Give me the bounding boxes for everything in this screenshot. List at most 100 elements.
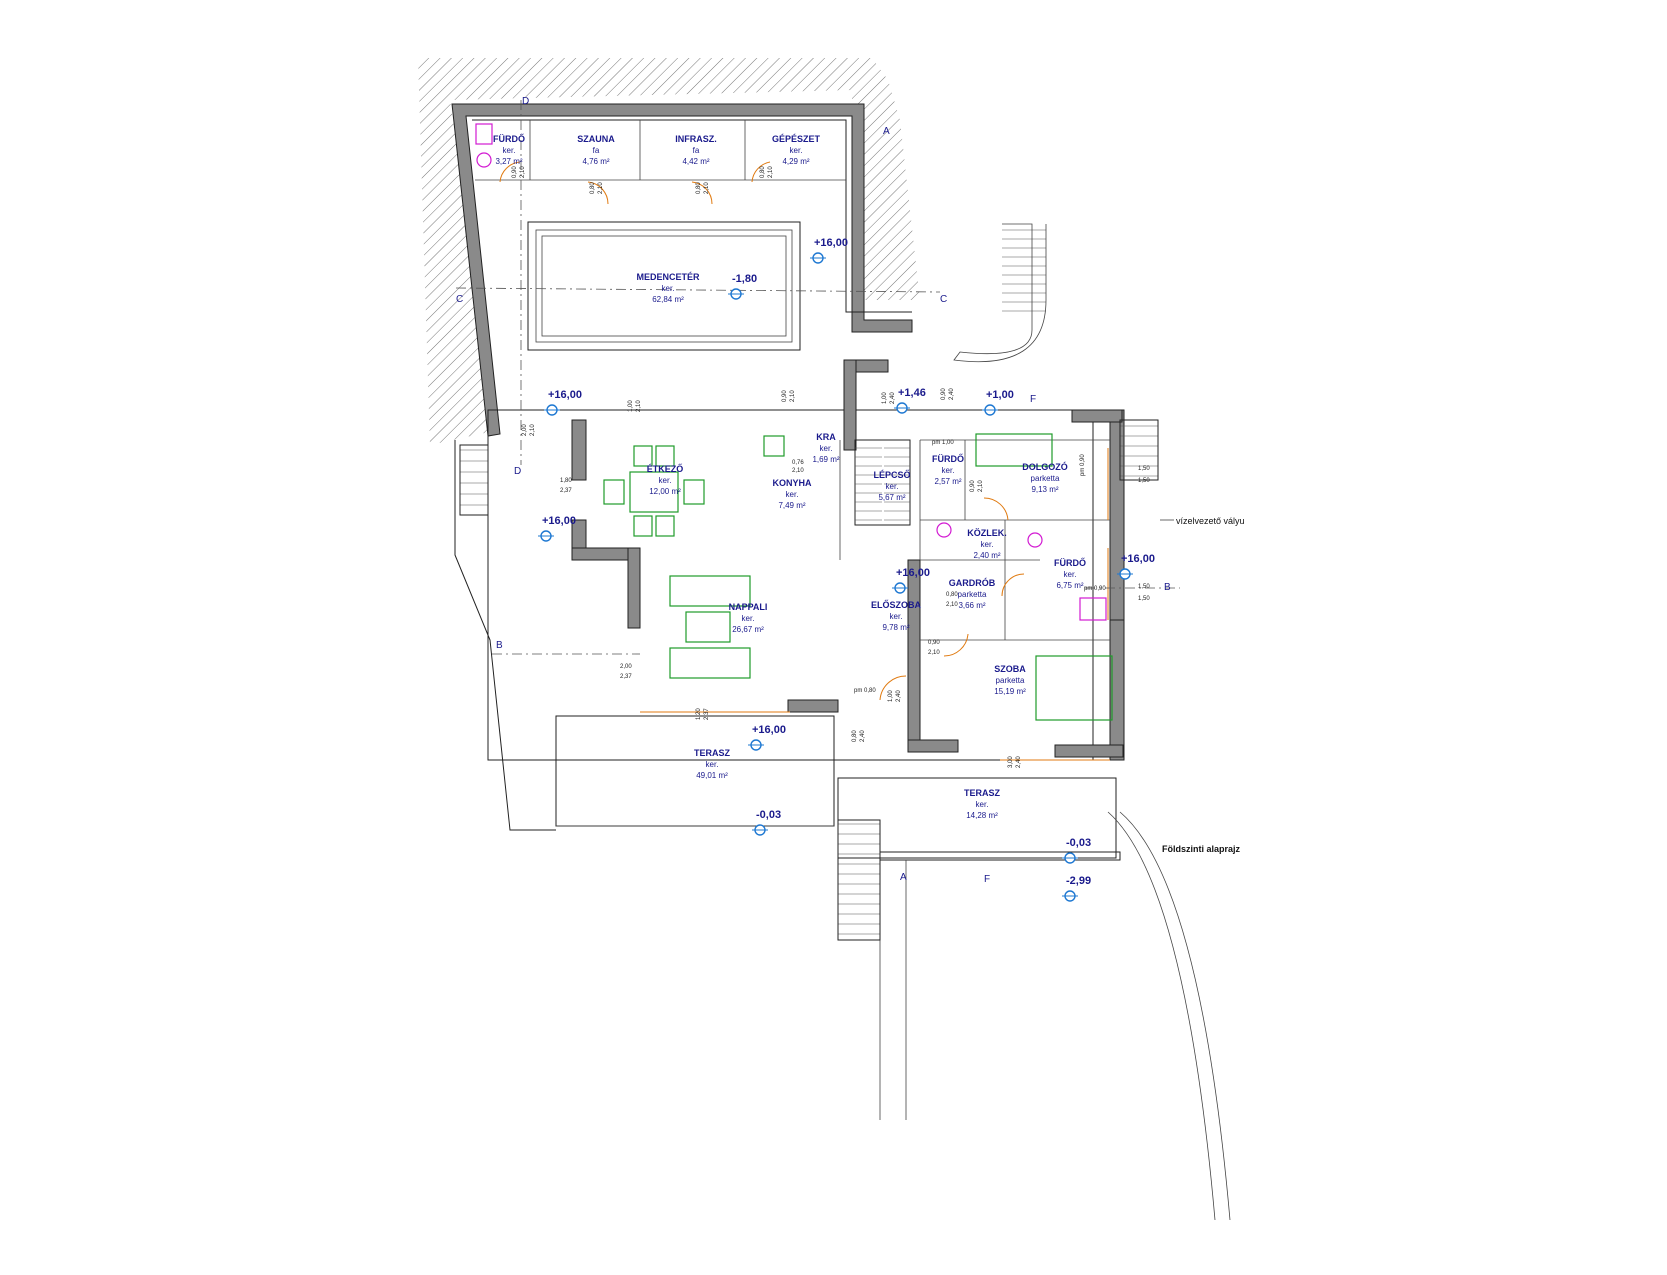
dimension-label: 2,10 — [792, 468, 804, 474]
axis-c-left: C — [456, 294, 463, 305]
dimension-label: 0,80 — [696, 182, 702, 194]
room-area: 12,00 m² — [649, 487, 681, 496]
room-area: 14,28 m² — [966, 811, 998, 820]
room-label-szoba: SZOBA parketta 15,19 m² — [994, 664, 1026, 696]
terraces — [454, 440, 1231, 1221]
room-area: 4,76 m² — [582, 157, 609, 166]
level-value: -0,03 — [756, 809, 781, 821]
room-name: ÉTKEZŐ — [647, 463, 684, 474]
room-floor: ker. — [662, 284, 675, 293]
level-marker: +16,00 — [544, 389, 582, 416]
dimension-label: 0,80 — [590, 182, 596, 194]
dimension-label: 2,37 — [620, 674, 632, 680]
room-label-lepcso: LÉPCSŐ ker. 5,67 m² — [873, 469, 910, 502]
dimension-label: 1,50 — [1138, 584, 1150, 590]
level-marker: +16,00 — [810, 237, 848, 264]
drain-label: vízelvezető vályu — [1176, 516, 1245, 526]
axis-a-top: A — [883, 126, 890, 137]
level-marker: +1,46 — [894, 387, 926, 414]
level-value: +16,00 — [542, 515, 576, 527]
room-area: 15,19 m² — [994, 687, 1026, 696]
room-name: FÜRDŐ — [1054, 557, 1086, 568]
room-name: ELŐSZOBA — [871, 599, 922, 610]
room-floor: ker. — [886, 482, 899, 491]
room-name: KONYHA — [772, 478, 812, 488]
axis-f-bottom: F — [984, 874, 990, 885]
dimension-label: 1,00 — [628, 400, 634, 412]
room-area: 26,67 m² — [732, 625, 764, 634]
dimension-label: 3,00 — [1008, 756, 1014, 768]
dimension-label: 2,10 — [598, 182, 604, 194]
room-name: LÉPCSŐ — [873, 469, 910, 480]
level-value: -1,80 — [732, 273, 757, 285]
level-marker: -0,03 — [752, 809, 781, 836]
room-name: KRA — [816, 432, 836, 442]
room-area: 2,57 m² — [934, 477, 961, 486]
dimension-label: 0,80 — [852, 730, 858, 742]
axis-b-left: B — [496, 640, 503, 651]
dimension-label: 2,00 — [522, 424, 528, 436]
dimension-label: 2,10 — [928, 650, 940, 656]
dimension-label: 2,10 — [978, 480, 984, 492]
dimension-label: 1,50 — [1138, 478, 1150, 484]
level-value: +1,46 — [898, 387, 926, 399]
room-name: SZOBA — [994, 664, 1026, 674]
pool — [527, 221, 801, 351]
dimension-label: 2,10 — [790, 390, 796, 402]
dimension-label: 1,50 — [1138, 466, 1150, 472]
dimension-label: 2,10 — [520, 166, 526, 178]
level-marker: +16,00 — [892, 567, 930, 594]
axis-labels: A A B B C C D D F F — [456, 96, 1171, 885]
room-area: 49,01 m² — [696, 771, 728, 780]
level-marker: +1,00 — [982, 389, 1014, 416]
room-area: 9,78 m² — [882, 623, 909, 632]
room-floor: ker. — [706, 760, 719, 769]
room-name: SZAUNA — [577, 134, 615, 144]
dimension-label: 0,76 — [792, 460, 804, 466]
axis-b-right: B — [1164, 582, 1171, 593]
dimension-label: pm 0,90 — [1080, 454, 1086, 476]
room-area: 5,67 m² — [878, 493, 905, 502]
dimension-label: 2,37 — [560, 488, 572, 494]
room-label-furdo2: FÜRDŐ ker. 2,57 m² — [932, 453, 964, 486]
room-name: KÖZLEK. — [967, 528, 1007, 538]
level-value: +1,00 — [986, 389, 1014, 401]
main-house-walls — [487, 359, 1125, 761]
room-name: DOLGOZÓ — [1022, 461, 1068, 472]
dimension-label: 2,40 — [949, 388, 955, 400]
pool-wing-walls — [451, 103, 913, 437]
dimension-label: 1,80 — [560, 478, 572, 484]
room-floor: parketta — [996, 676, 1025, 685]
room-floor: ker. — [786, 490, 799, 499]
dimension-label: 0,90 — [928, 640, 940, 646]
room-floor: ker. — [976, 800, 989, 809]
room-area: 4,29 m² — [782, 157, 809, 166]
dimension-label: 0,80 — [946, 592, 958, 598]
axis-c-right: C — [940, 294, 947, 305]
dimension-label: 2,10 — [530, 424, 536, 436]
room-label-infrasz: INFRASZ.fa4,42 m² — [675, 134, 717, 166]
doors — [499, 161, 1110, 761]
dimension-label: 2,40 — [890, 392, 896, 404]
terrain-hatch — [418, 58, 920, 445]
room-name: FÜRDŐ — [932, 453, 964, 464]
level-value: +16,00 — [896, 567, 930, 579]
level-value: +16,00 — [548, 389, 582, 401]
furniture — [475, 123, 1113, 721]
room-floor: fa — [693, 146, 700, 155]
dimension-label: 2,10 — [768, 166, 774, 178]
room-floor: ker. — [742, 614, 755, 623]
room-floor: ker. — [942, 466, 955, 475]
